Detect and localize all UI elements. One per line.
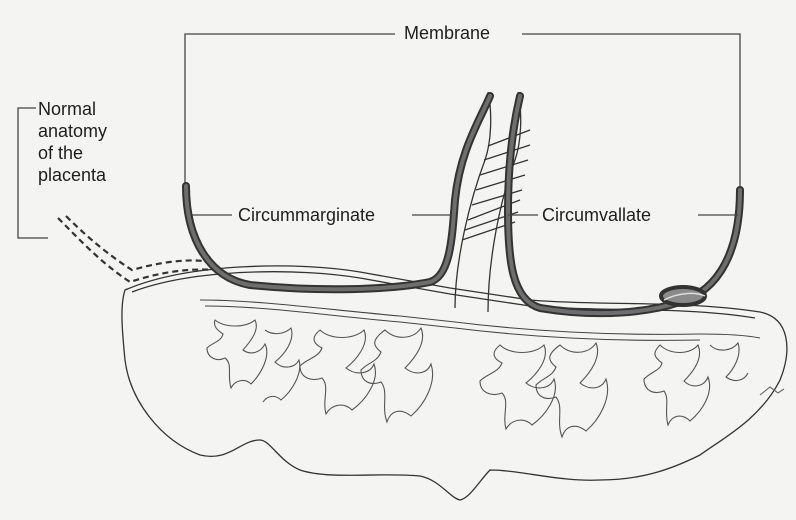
normal-anatomy-label: Normal anatomy of the placenta: [38, 98, 107, 186]
circummarginate-membrane: [186, 96, 490, 289]
normal-anatomy-line-2: anatomy: [38, 120, 107, 142]
membrane-label: Membrane: [400, 22, 494, 44]
normal-anatomy-line-4: placenta: [38, 164, 107, 186]
normal-anatomy-line-3: of the: [38, 142, 107, 164]
circummarginate-label: Circummarginate: [238, 204, 375, 226]
villous-trees: [207, 320, 784, 437]
normal-anatomy-line-1: Normal: [38, 98, 107, 120]
circumvallate-label: Circumvallate: [542, 204, 651, 226]
